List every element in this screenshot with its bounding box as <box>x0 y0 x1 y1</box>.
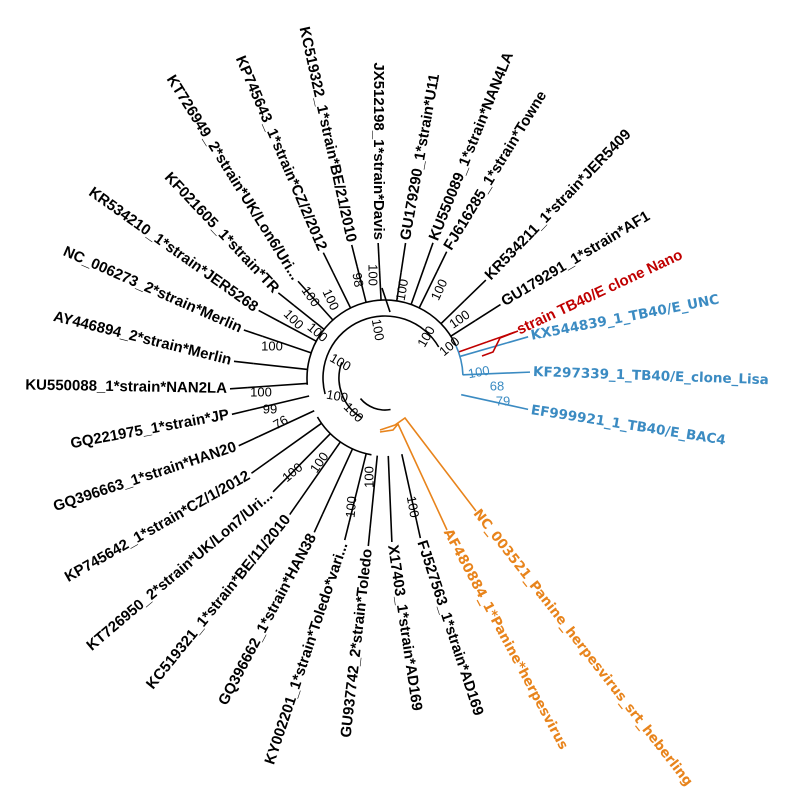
bootstrap-value: 100 <box>343 495 360 518</box>
leaf-labels: JX512198_1*strain*DavisKC519322_1*strain… <box>25 25 769 787</box>
clade-arc <box>338 361 363 419</box>
bootstrap-value: 100 <box>393 278 412 302</box>
internal-branch <box>401 453 418 521</box>
bootstrap-value: 100 <box>281 306 307 332</box>
internal-branch <box>418 271 438 309</box>
leaf-branch <box>509 371 531 374</box>
internal-branch <box>461 393 509 406</box>
leaf-branch <box>415 520 422 539</box>
bootstrap-value: 100 <box>361 466 376 488</box>
leaf-branch <box>289 499 301 515</box>
leaf-label: X17403_1*strain*AD169 <box>384 544 425 712</box>
leaf-branch <box>377 242 381 272</box>
internal-branch <box>268 422 322 462</box>
leaf-branch <box>231 409 250 416</box>
leaf-branch <box>367 528 371 547</box>
clade-arc <box>316 416 372 456</box>
bootstrap-value: 100 <box>327 350 353 374</box>
leaf-branch <box>506 336 529 344</box>
bootstrap-value: 100 <box>325 387 349 406</box>
bootstrap-value: 79 <box>496 393 510 408</box>
outgroup-branch <box>379 422 448 531</box>
internal-branch <box>249 395 310 411</box>
bootstrap-value: 100 <box>428 277 451 303</box>
internal-branch <box>332 272 352 309</box>
bootstrap-value: 100 <box>404 495 423 519</box>
bootstrap-value: 98 <box>349 271 366 288</box>
leaf-branch <box>243 329 264 338</box>
outgroup-branch <box>379 416 477 512</box>
bootstrap-value: 68 <box>490 378 504 393</box>
leaf-branch <box>313 513 324 533</box>
leaf-branch <box>463 279 487 302</box>
bootstrap-value: 100 <box>446 307 472 332</box>
leaf-branch <box>250 459 270 474</box>
bootstrap-value: 100 <box>369 318 388 342</box>
internal-branch <box>387 455 392 525</box>
leaf-branch <box>297 280 312 297</box>
leaf-branch <box>474 303 501 322</box>
leaf-branch <box>400 242 407 273</box>
leaf-branch <box>238 435 260 447</box>
leaf-label: GU937742_2*strain*Toledo <box>338 548 376 739</box>
internal-branch <box>321 448 354 515</box>
internal-branch <box>293 304 325 330</box>
leaf-label: KU550088_1*strain*NAN2LA <box>25 376 227 397</box>
internal-branch <box>462 372 511 376</box>
leaf-branch <box>229 386 249 390</box>
clade-arc <box>322 315 440 395</box>
nano-branch <box>481 330 519 357</box>
bootstrap-value: 100 <box>467 363 491 382</box>
clade-arc <box>359 398 391 411</box>
leaf-branch <box>322 252 334 273</box>
root-branch <box>381 287 391 313</box>
internal-branch <box>410 265 426 305</box>
internal-branch <box>285 433 331 480</box>
internal-branch <box>450 320 476 337</box>
bootstrap-value: 76 <box>270 412 290 432</box>
leaf-label: KF297339_1_TB40/E_clone_Lisa <box>533 364 769 388</box>
internal-branch <box>458 341 488 353</box>
branches <box>229 242 531 547</box>
internal-branch <box>348 453 367 523</box>
bootstrap-value: 100 <box>250 384 272 399</box>
leaf-branch <box>272 478 287 493</box>
clade-arc <box>454 344 464 376</box>
bootstrap-value: 100 <box>414 323 438 349</box>
internal-branch <box>310 295 334 321</box>
leaf-branch <box>424 242 434 266</box>
internal-branch <box>299 441 342 501</box>
leaf-branch <box>508 404 529 411</box>
leaf-branch <box>343 522 350 541</box>
bootstrap-value: 100 <box>436 333 462 358</box>
bootstrap-value: 100 <box>366 264 381 286</box>
internal-branch <box>356 266 367 303</box>
internal-branch <box>378 270 382 301</box>
internal-branch <box>395 272 402 302</box>
leaf-branch <box>390 523 393 543</box>
internal-branch <box>369 455 379 529</box>
internal-branch <box>279 321 317 342</box>
leaf-branch <box>277 292 295 306</box>
bootstrap-value: 100 <box>261 338 283 353</box>
leaf-label: GQ221975_1*strain*JP <box>69 406 230 452</box>
internal-branch <box>440 300 465 325</box>
leaf-branch <box>436 251 448 272</box>
leaf-label: EF999921_1_TB40/E_BAC4 <box>530 402 727 449</box>
leaf-branch <box>233 360 254 365</box>
leaf-branch <box>258 309 281 323</box>
internal-branch <box>247 382 308 389</box>
internal-branch <box>459 342 508 358</box>
internal-branch <box>253 362 308 371</box>
bootstrap-value: 100 <box>305 319 331 344</box>
leaf-branch <box>350 244 358 267</box>
internal-branch <box>262 335 312 354</box>
internal-branch <box>258 410 315 438</box>
clade-arc <box>306 299 457 385</box>
leaf-label: JX512198_1*strain*Davis <box>370 62 387 240</box>
bootstrap-value: 99 <box>263 401 277 416</box>
